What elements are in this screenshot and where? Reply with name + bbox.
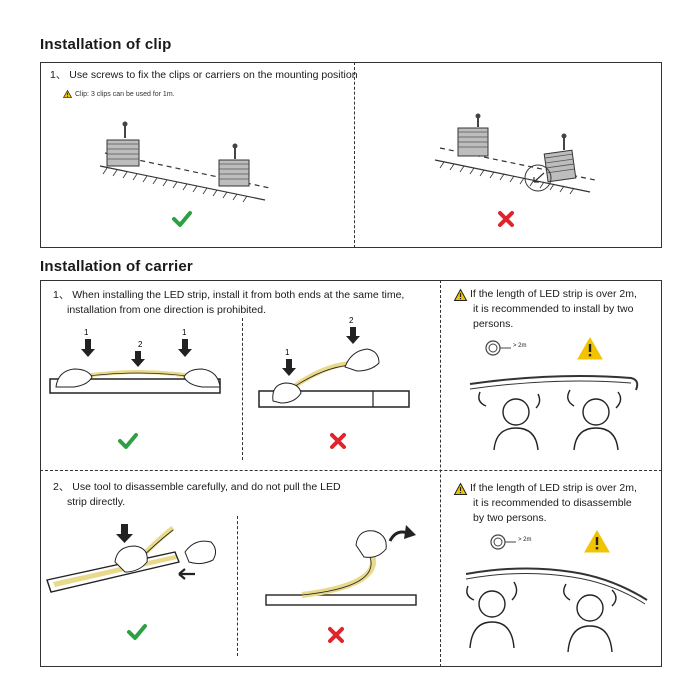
hand-icon [344,348,380,372]
hand-icon [272,382,302,404]
clip-icon [218,159,250,187]
warning-icon [453,288,468,301]
arrow-down-icon [346,327,360,344]
clip-correct-illustration [99,121,271,203]
check-icon [127,624,147,640]
carrier-step2-line1: 2、 Use tool to disassemble carefully, an… [53,481,341,493]
warning-icon [584,529,610,553]
arrow-down-icon [178,339,192,357]
carrier-panel [40,280,662,667]
carrier-step1-line1: 1、 When installing the LED strip, instal… [53,289,405,301]
hand-icon [355,530,387,558]
screw-icon [561,133,567,150]
screw-icon [122,121,128,138]
label-1: 1 [182,328,187,337]
hand-icon [184,540,217,565]
clip-note: Clip: 3 clips can be used for 1m. [62,89,175,98]
clip-wrong-illustration [434,113,596,195]
warn1-line2: it is recommended to install by two [473,303,634,315]
person-icon [478,391,541,451]
warn2-line2: it is recommended to disassemble [473,497,632,509]
warning-icon [62,89,73,98]
arrow-down-icon [81,339,95,357]
label-1: 1 [84,328,89,337]
reel-icon [490,534,516,550]
carrier-divider-vertical [440,280,441,667]
clip-icon [106,139,140,167]
screw-icon [475,113,481,127]
person-icon [567,389,622,451]
cross-icon [328,627,344,643]
clip-icon [457,127,489,157]
carrier-step2-divider [237,516,238,656]
carrier-step1-divider [242,318,243,460]
label-2: 2 [138,340,143,349]
two-persons-disassemble-illustration [465,567,648,653]
hand-icon [55,368,93,388]
person-icon [563,583,617,653]
warn2-line3: by two persons. [473,512,547,524]
carrier-step1-line2: installation from one direction is prohi… [67,304,267,316]
hand-icon [114,545,148,573]
pull-directly-illustration [265,525,417,606]
warn1-line3: persons. [473,318,514,330]
carrier-step2-line2: strip directly. [67,496,126,508]
check-icon [172,211,192,227]
cross-icon [498,211,514,227]
warning-icon [453,482,468,495]
carrier-both-ends-illustration: 1 2 1 [49,328,221,394]
tool-disassemble-illustration [46,524,217,593]
check-icon [118,433,138,449]
clip-section-title: Installation of clip [40,36,172,53]
carrier-section-title: Installation of carrier [40,258,193,275]
screw-icon [232,143,238,159]
warn2-line1: If the length of LED strip is over 2m, [470,482,637,494]
carrier-one-direction-illustration: 2 1 [258,316,410,408]
label-2: 2 [349,316,354,325]
clip-step1-text: 1、 Use screws to fix the clips or carrie… [50,69,358,81]
reel-label: > 2m [513,343,527,349]
carrier-divider-horizontal [40,470,662,471]
arrow-down-icon [131,351,145,367]
hand-icon [183,368,221,388]
person-icon [466,581,518,649]
cross-icon [330,433,346,449]
reel-icon [485,340,511,356]
warn1-line1: If the length of LED strip is over 2m, [470,288,637,300]
clip-icon [543,149,577,183]
warning-icon [577,336,603,360]
arrow-down-icon [282,359,296,376]
two-persons-install-illustration [469,375,639,451]
label-1: 1 [285,348,290,357]
clip-divider [354,62,355,248]
clip-note-text: Clip: 3 clips can be used for 1m. [75,90,175,98]
clip-panel [40,62,662,248]
arrow-down-icon [116,524,133,543]
reel-label: > 2m [518,537,532,543]
